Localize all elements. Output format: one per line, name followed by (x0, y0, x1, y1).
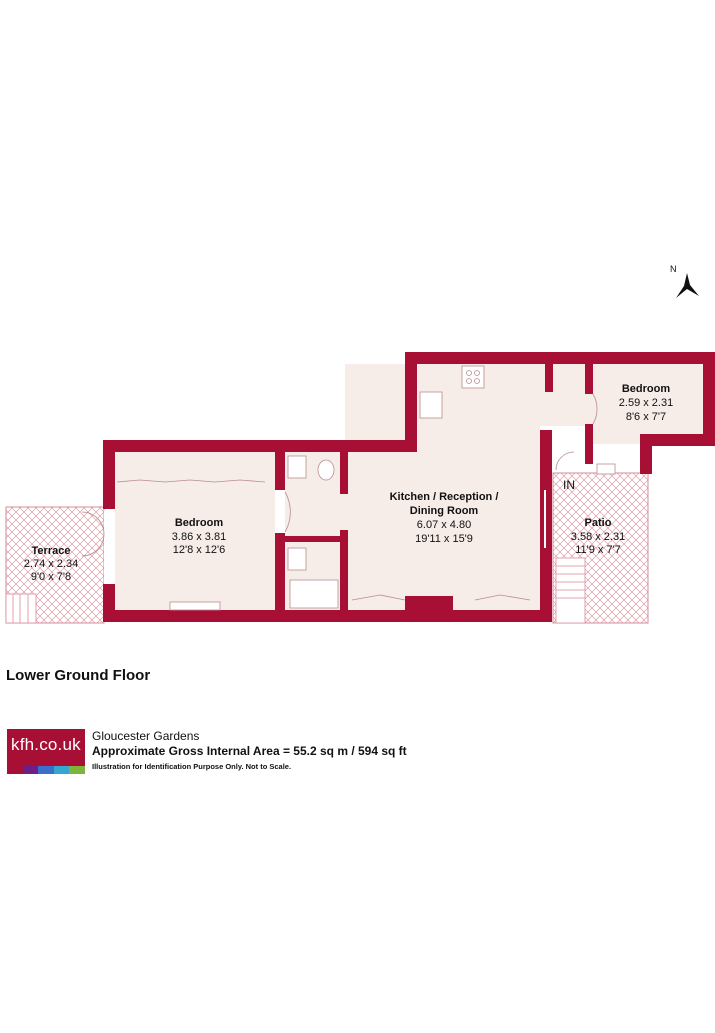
brand-stripe (7, 766, 23, 774)
brand-stripe (38, 766, 54, 774)
bedroom-main-name: Bedroom (175, 517, 224, 529)
compass-north-label: N (670, 264, 677, 274)
terrace-name: Terrace (32, 545, 71, 557)
brand-name: kfh.co.uk (11, 735, 81, 754)
terrace-imperial: 9'0 x 7'8 (31, 571, 71, 583)
property-name: Gloucester Gardens (92, 729, 200, 743)
patio-name: Patio (585, 517, 612, 529)
fixtures (169, 365, 616, 611)
interior-floor (115, 364, 707, 610)
patio-metric: 3.58 x 2.31 (571, 531, 625, 543)
room-bedroom-small: Bedroom 2.59 x 2.31 8'6 x 7'7 (619, 383, 673, 423)
kitchen-name-line2: Dining Room (410, 505, 479, 517)
property-area: Approximate Gross Internal Area = 55.2 s… (92, 744, 407, 758)
bedroom-small-name: Bedroom (622, 383, 671, 395)
property-disclaimer: Illustration for Identification Purpose … (92, 762, 292, 771)
patio-imperial: 11'9 x 7'7 (575, 544, 621, 556)
brand-stripe (69, 766, 85, 774)
compass-icon: N (670, 264, 699, 298)
brand-stripe (22, 766, 39, 774)
doors (81, 393, 598, 601)
brand-stripe (53, 766, 70, 774)
room-kitchen: Kitchen / Reception / Dining Room 6.07 x… (390, 491, 499, 545)
brand-logo: kfh.co.uk (7, 729, 85, 774)
terrace-steps (5, 593, 37, 624)
room-patio: Patio 3.58 x 2.31 11'9 x 7'7 (571, 517, 625, 556)
floor-label: Lower Ground Floor (6, 667, 151, 684)
bedroom-main-metric: 3.86 x 3.81 (172, 531, 226, 543)
property-info: Gloucester Gardens Approximate Gross Int… (92, 729, 407, 771)
entrance-label: IN (563, 478, 575, 492)
patio-steps (555, 557, 586, 624)
brand-stripes (7, 766, 85, 774)
room-terrace: Terrace 2.74 x 2.34 9'0 x 7'8 (24, 545, 78, 583)
kitchen-imperial: 19'11 x 15'9 (415, 533, 473, 545)
bedroom-small-metric: 2.59 x 2.31 (619, 397, 673, 409)
bedroom-small-imperial: 8'6 x 7'7 (626, 411, 666, 423)
room-bedroom-main: Bedroom 3.86 x 3.81 12'8 x 12'6 (172, 517, 226, 556)
terrace-metric: 2.74 x 2.34 (24, 558, 78, 570)
bedroom-main-imperial: 12'8 x 12'6 (173, 544, 226, 556)
walls (103, 352, 715, 622)
kitchen-name-line1: Kitchen / Reception / (390, 491, 499, 503)
kitchen-metric: 6.07 x 4.80 (417, 519, 471, 531)
windows (104, 490, 546, 584)
